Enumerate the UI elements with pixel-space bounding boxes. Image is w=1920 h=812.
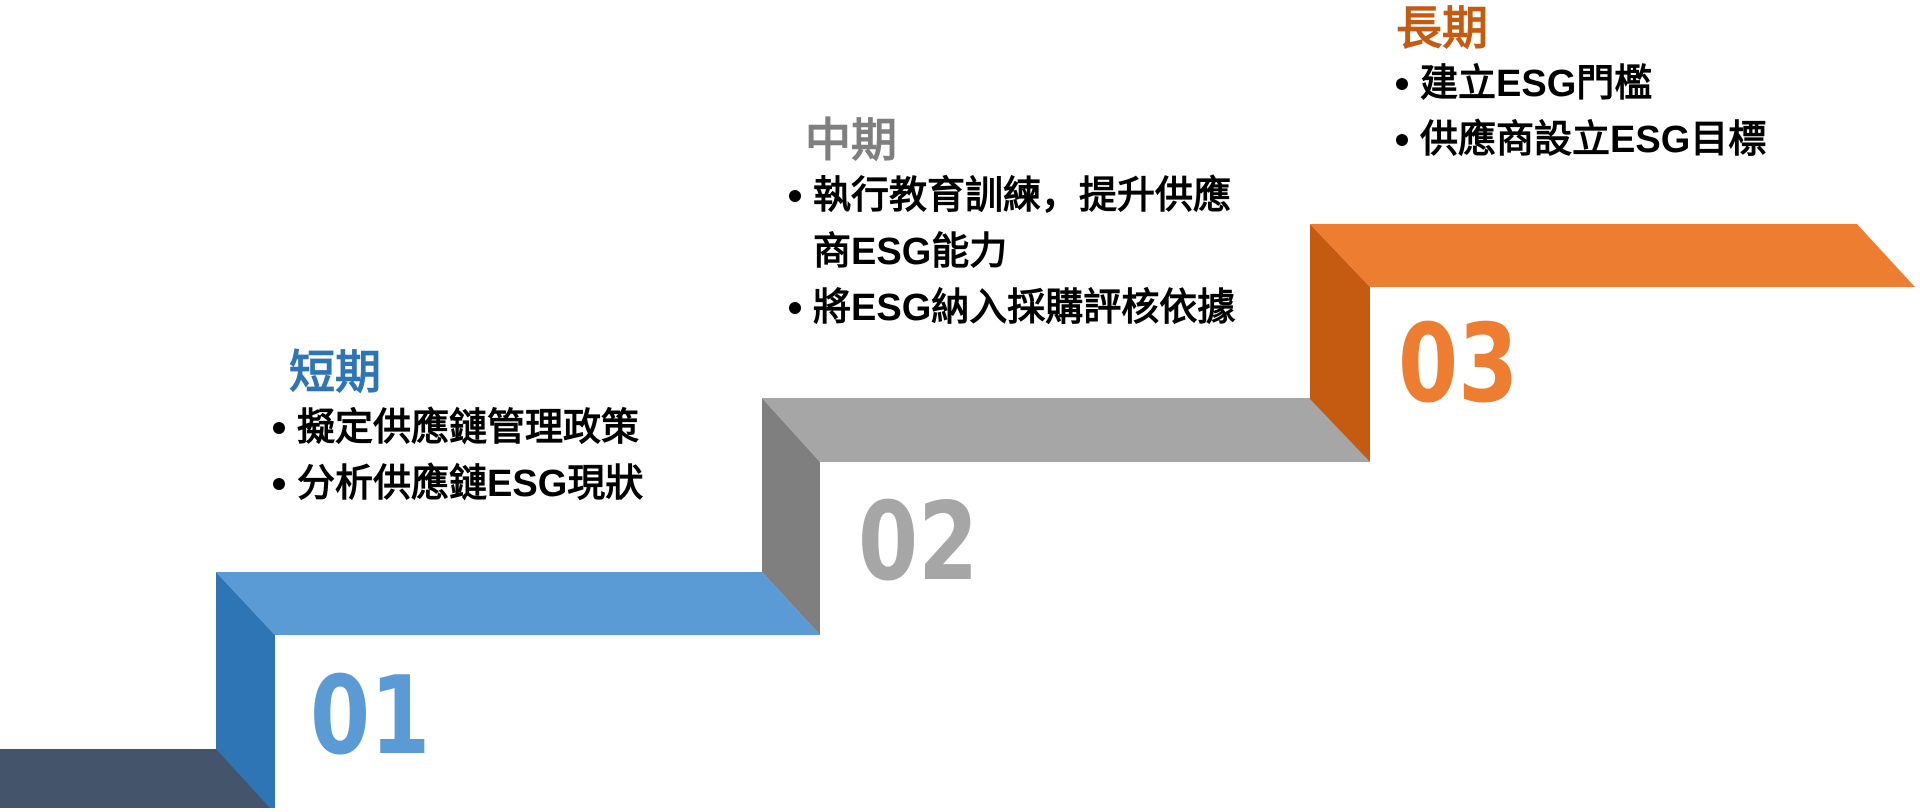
- bullet-dot-icon: [273, 456, 297, 512]
- bullet-text: 擬定供應鏈管理政策: [297, 407, 640, 449]
- step3-heading: 長期: [1396, 2, 1488, 54]
- step3-number: 03: [1398, 302, 1519, 427]
- bullet-dot-icon: [1396, 112, 1420, 168]
- step3-text-block: 長期 建立ESG門檻 供應商設立ESG目標: [1396, 0, 1916, 168]
- step3-riser-shape: [1310, 224, 1370, 462]
- bullet-text: 執行教育訓練，提升供應商ESG能力: [813, 175, 1232, 273]
- list-item: 分析供應鏈ESG現狀: [273, 456, 743, 512]
- step1-riser-shape: [216, 572, 275, 808]
- step2-text-block: 中期 執行教育訓練，提升供應商ESG能力 將ESG納入採購評核依據: [789, 112, 1259, 336]
- list-item: 建立ESG門檻: [1396, 56, 1916, 112]
- step2-number: 02: [858, 480, 979, 605]
- step2-heading: 中期: [805, 114, 897, 166]
- step2-tread-shape: [762, 398, 1370, 462]
- list-item: 擬定供應鏈管理政策: [273, 400, 743, 456]
- bullet-dot-icon: [789, 280, 813, 336]
- bullet-dot-icon: [1396, 56, 1420, 112]
- base-bar-shape: [0, 749, 270, 808]
- step3-tread-shape: [1310, 224, 1915, 287]
- list-item: 執行教育訓練，提升供應商ESG能力: [789, 168, 1259, 280]
- step1-tread-shape: [216, 572, 820, 635]
- bullet-text: 將ESG納入採購評核依據: [813, 287, 1236, 329]
- step2-riser-shape: [762, 398, 820, 635]
- step1-number: 01: [310, 654, 431, 779]
- list-item: 將ESG納入採購評核依據: [789, 280, 1259, 336]
- list-item: 供應商設立ESG目標: [1396, 112, 1916, 168]
- step1-text-block: 短期 擬定供應鏈管理政策 分析供應鏈ESG現狀: [273, 344, 743, 512]
- bullet-text: 分析供應鏈ESG現狀: [297, 463, 644, 505]
- bullet-text: 供應商設立ESG目標: [1420, 119, 1767, 161]
- bullet-text: 建立ESG門檻: [1420, 63, 1653, 105]
- bullet-dot-icon: [789, 168, 813, 224]
- bullet-dot-icon: [273, 400, 297, 456]
- step1-heading: 短期: [289, 346, 381, 398]
